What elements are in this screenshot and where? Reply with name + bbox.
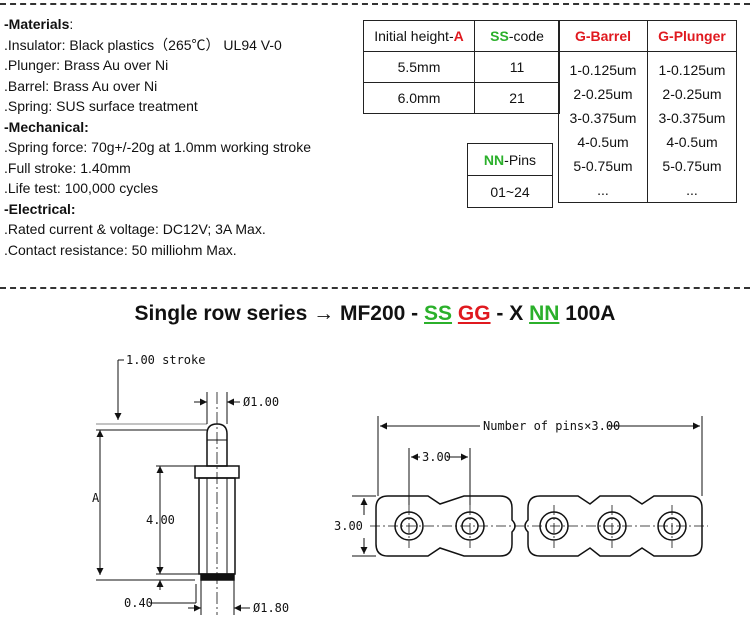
height-a-label: A: [92, 491, 100, 505]
pins-range: 01~24: [467, 175, 553, 208]
dash: -: [411, 302, 419, 325]
plunger-option: 4-0.5um: [666, 134, 718, 150]
plunger-option: 2-0.25um: [662, 86, 722, 102]
barrel-option: 4-0.5um: [577, 134, 629, 150]
spring-force-spec: .Spring force: 70g+/-20g at 1.0mm workin…: [4, 139, 311, 155]
ss-code-header: SS-code: [474, 20, 560, 52]
code-cell: 21: [474, 82, 560, 114]
barrel-option: 5-0.75um: [573, 158, 633, 174]
plunger-options: 1-0.125um 2-0.25um 3-0.375um 4-0.5um 5-0…: [647, 51, 737, 203]
plating-table: G-Barrel G-Plunger 1-0.125um 2-0.25um 3-…: [558, 20, 737, 203]
top-separator: [0, 3, 750, 5]
base-offset-label: 0.40: [124, 596, 153, 610]
mechanical-heading: -Mechanical:: [4, 118, 89, 135]
barrel-options: 1-0.125um 2-0.25um 3-0.375um 4-0.5um 5-0…: [558, 51, 648, 203]
middle-separator: [0, 287, 750, 289]
width-label: 3.00: [334, 519, 363, 533]
spring-spec: .Spring: SUS surface treatment: [4, 98, 198, 114]
body-height-label: 4.00: [146, 513, 175, 527]
part-number-title: Single row series → MF200 - SS GG - X NN…: [0, 302, 750, 326]
stroke-label: 1.00 stroke: [126, 353, 205, 367]
model-code: MF200: [339, 302, 406, 325]
plunger-option: ...: [686, 182, 698, 198]
barrel-option: 2-0.25um: [573, 86, 633, 102]
insulator-spec: .Insulator: Black plastics（265℃） UL94 V-…: [4, 36, 282, 53]
electrical-heading: -Electrical:: [4, 200, 76, 217]
nn-placeholder: NN: [529, 302, 560, 325]
barrel-option: 1-0.125um: [569, 62, 637, 78]
pins-length-label: Number of pins×3.00: [483, 419, 620, 433]
model-suffix: 100A: [565, 302, 616, 325]
materials-heading: -Materials:: [4, 16, 74, 32]
pins-table: NN-Pins 01~24: [467, 143, 553, 208]
barrel-header: G-Barrel: [558, 20, 648, 52]
bottom-diameter-label: Ø1.80: [253, 601, 289, 615]
top-diameter-label: Ø1.00: [243, 395, 279, 409]
plunger-header: G-Plunger: [647, 20, 737, 52]
plunger-option: 3-0.375um: [658, 110, 726, 126]
barrel-option: 3-0.375um: [569, 110, 637, 126]
height-cell: 5.5mm: [363, 51, 475, 83]
barrel-spec: .Barrel: Brass Au over Ni: [4, 77, 158, 94]
ss-placeholder: SS: [424, 302, 453, 325]
contact-resistance-spec: .Contact resistance: 50 milliohm Max.: [4, 241, 237, 258]
height-code-table: Initial height-A SS-code 5.5mm 11 6.0mm …: [363, 20, 560, 114]
pitch-label: 3.00: [422, 450, 451, 464]
height-header: Initial height-A: [363, 20, 475, 52]
dash-x: - X: [496, 302, 524, 325]
full-stroke-spec: .Full stroke: 1.40mm: [4, 159, 131, 176]
pins-header: NN-Pins: [467, 143, 553, 176]
rated-spec: .Rated current & voltage: DC12V; 3A Max.: [4, 221, 266, 237]
plunger-option: 5-0.75um: [662, 158, 722, 174]
specifications: -Materials: .Insulator: Black plastics（2…: [4, 14, 354, 260]
barrel-option: ...: [597, 182, 609, 198]
life-test-spec: .Life test: 100,000 cycles: [4, 180, 159, 196]
arrow: →: [313, 302, 335, 325]
gg-placeholder: GG: [457, 302, 491, 325]
plunger-option: 1-0.125um: [658, 62, 726, 78]
series-label: Single row series: [134, 302, 308, 325]
plunger-spec: .Plunger: Brass Au over Ni: [4, 57, 169, 73]
